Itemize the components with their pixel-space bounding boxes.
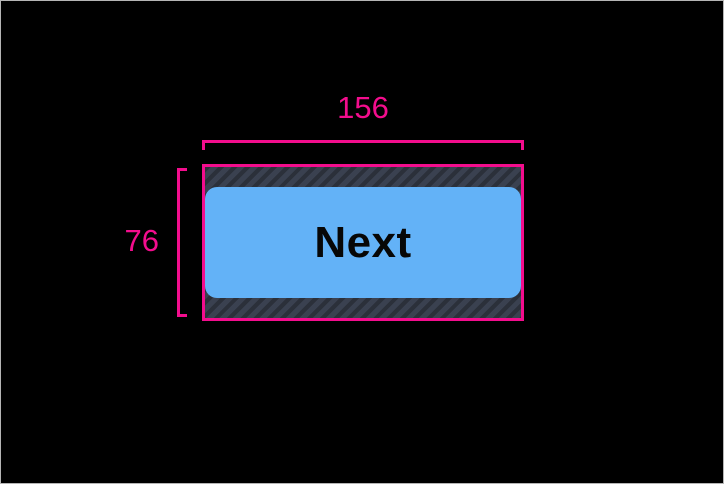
height-dimension-label: 76 [124, 223, 159, 258]
height-dimension-bracket [177, 168, 187, 317]
next-button-label: Next [314, 217, 412, 267]
width-dimension-bracket [202, 140, 524, 150]
touch-target-bounds: Next [202, 164, 524, 321]
width-dimension-label: 156 [337, 90, 389, 125]
next-button[interactable]: Next [205, 187, 521, 298]
